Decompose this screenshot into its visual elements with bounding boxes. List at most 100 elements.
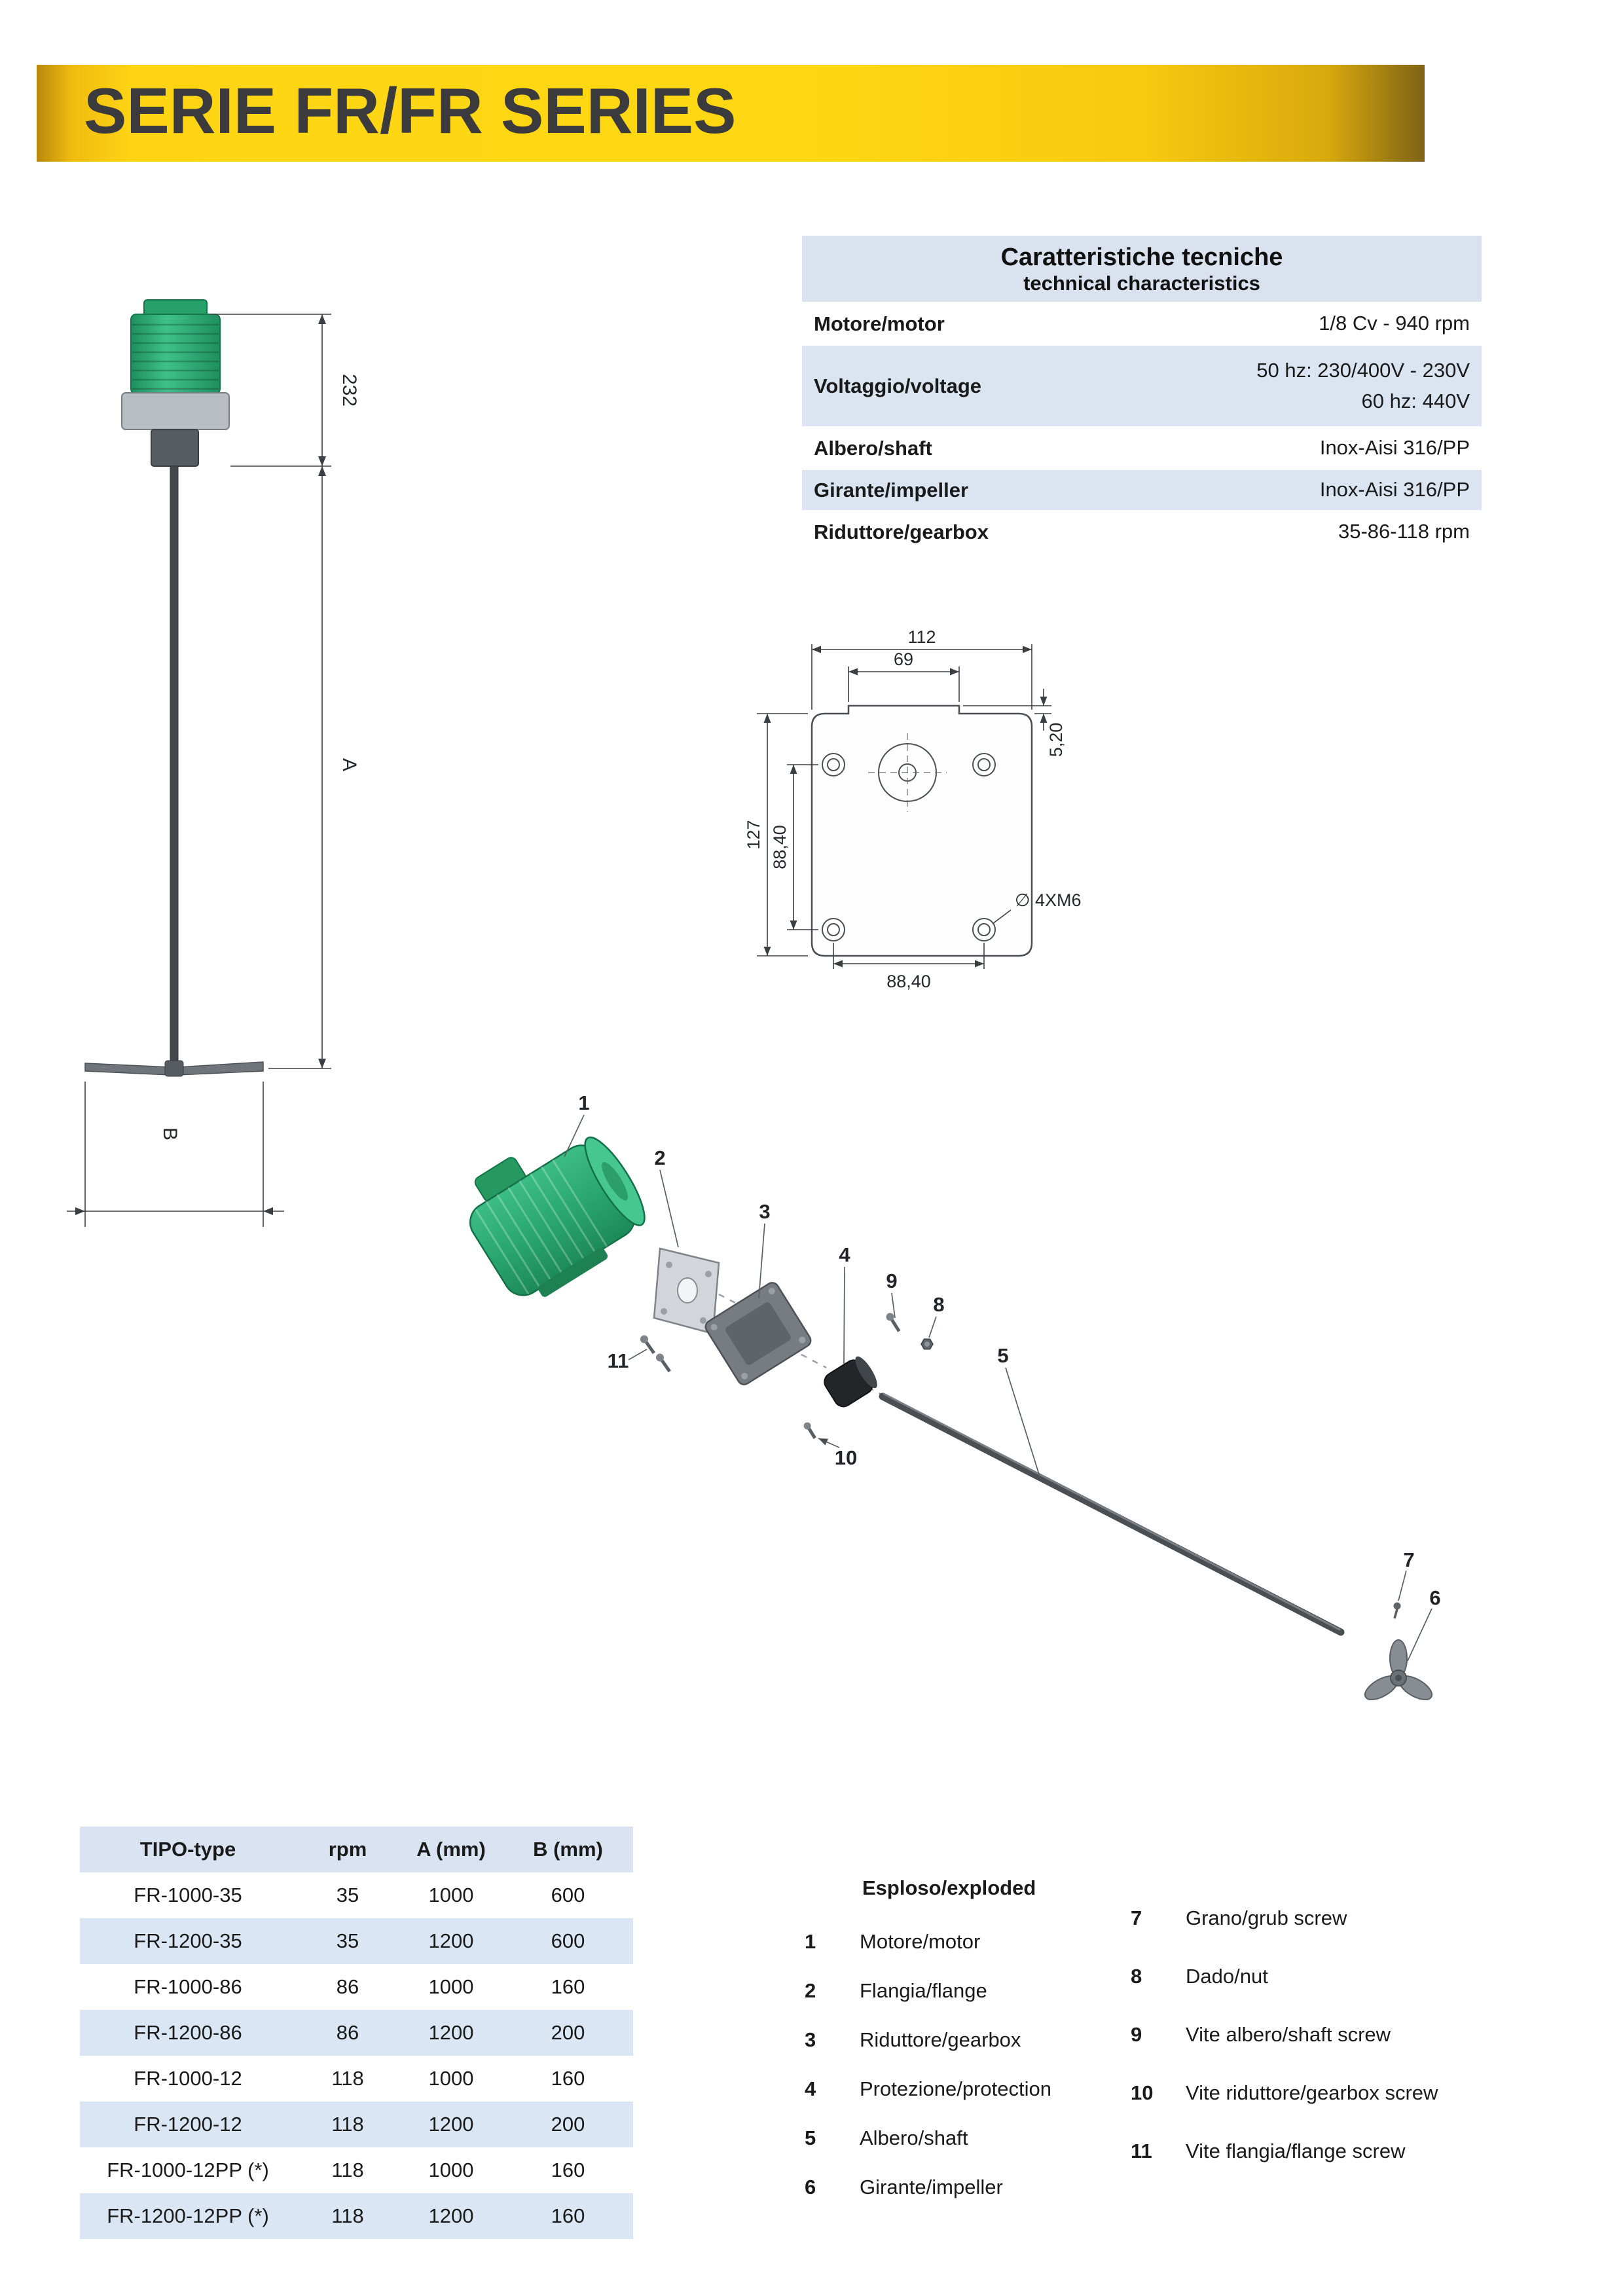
table-row: FR-1000-12 118 1000 160 (80, 2056, 633, 2102)
legend-item: 6 Girante/impeller (805, 2176, 1051, 2225)
callout-4: 4 (839, 1243, 850, 1266)
callout-10: 10 (835, 1446, 857, 1469)
cell-type: FR-1200-12PP (*) (80, 2193, 296, 2239)
flange-dim-8840-v: 88,40 (770, 825, 790, 869)
table-row: FR-1000-12PP (*) 118 1000 160 (80, 2147, 633, 2193)
motor-exploded (469, 1136, 646, 1297)
callout-leader-lines (564, 1114, 1432, 1662)
exploded-view-svg: 1 2 3 4 5 6 7 8 9 10 11 (469, 1091, 1441, 1700)
cell-rpm: 118 (296, 2102, 399, 2147)
row-value: Inox-Aisi 316/PP (1319, 478, 1470, 501)
row-value: Inox-Aisi 316/PP (1319, 436, 1470, 460)
flange-dimension-drawing: 112 69 127 88,40 88,40 5,20 ∅ 4XM6 (733, 623, 1100, 1029)
legend-item: 7 Grano/grub screw (1131, 1906, 1438, 1965)
legend-item-label: Flangia/flange (860, 1979, 987, 2002)
legend-item-label: Girante/impeller (860, 2176, 1003, 2198)
dimension-labels: 232 A B (159, 374, 360, 1140)
table-row: FR-1200-86 86 1200 200 (80, 2010, 633, 2056)
cell-a: 1200 (399, 1918, 503, 1964)
dim-label-A: A (338, 758, 360, 771)
cell-rpm: 86 (296, 2010, 399, 2056)
cell-a: 1200 (399, 2010, 503, 2056)
table-row: FR-1000-35 35 1000 600 (80, 1872, 633, 1918)
cell-type: FR-1200-35 (80, 1918, 296, 1964)
legend-item-label: Riduttore/gearbox (860, 2028, 1021, 2051)
cell-a: 1000 (428, 2067, 474, 2090)
legend-item: 5 Albero/shaft (805, 2126, 1051, 2176)
legend-item-number: 4 (805, 2077, 816, 2100)
characteristics-title: Caratteristiche tecniche (1000, 244, 1283, 271)
legend-item-number: 3 (805, 2028, 816, 2051)
legend-item-number: 2 (805, 1979, 816, 2002)
flange-dim-127: 127 (744, 820, 763, 849)
impeller-exploded (1364, 1639, 1433, 1700)
motor-exploded-fins (475, 1159, 608, 1295)
legend-item: 4 Protezione/protection (805, 2077, 1051, 2126)
page-title: SERIE FR/FR SERIES (84, 75, 737, 147)
legend-column-left: 1 Motore/motor 2 Flangia/flange 3 Ridutt… (805, 1930, 1051, 2225)
mixer-drawing-svg: 232 A B (67, 299, 360, 1227)
characteristics-row-gearbox: Riduttore/gearbox 35-86-118 rpm (802, 510, 1482, 552)
cell-b: 160 (551, 1975, 585, 1998)
cell-b: 160 (551, 2159, 585, 2181)
gearbox-screw-exploded (803, 1422, 816, 1439)
exploded-legend: Esploso/exploded 1 Motore/motor 2 Flangi… (795, 1871, 1561, 2251)
bolt-holes (822, 753, 996, 941)
flange-dim-8840-h: 88,40 (886, 972, 931, 991)
col-header-rpm: rpm (296, 1827, 399, 1872)
cell-rpm: 118 (331, 2067, 364, 2090)
characteristics-table: Caratteristiche tecniche technical chara… (802, 236, 1482, 552)
row-value: 1/8 Cv - 940 rpm (1319, 312, 1470, 335)
legend-item: 1 Motore/motor (805, 1930, 1051, 1979)
motor-base-flange (121, 392, 230, 430)
shaft-screw-exploded (886, 1313, 901, 1332)
cell-a: 1000 (428, 1884, 474, 1906)
characteristics-row-voltage: Voltaggio/voltage 50 hz: 230/400V - 230V… (802, 344, 1482, 426)
grub-screw-exploded (1393, 1602, 1401, 1619)
table-row: FR-1000-86 86 1000 160 (80, 1964, 633, 2010)
cell-rpm: 86 (336, 1975, 359, 1998)
callout-11: 11 (608, 1349, 629, 1372)
center-boss (868, 733, 947, 812)
callout-9: 9 (886, 1269, 897, 1292)
col-header-type: TIPO-type (80, 1827, 296, 1872)
flange-outline (811, 704, 1033, 957)
legend-column-right: 7 Grano/grub screw 8 Dado/nut 9 Vite alb… (1131, 1906, 1438, 2198)
callout-numbers: 1 2 3 4 5 6 7 8 9 10 11 (578, 1091, 1440, 1609)
legend-item-number: 8 (1131, 1965, 1142, 1988)
flange-exploded (653, 1247, 720, 1335)
legend-item-label: Vite albero/shaft screw (1186, 2023, 1391, 2046)
shaft-exploded (879, 1393, 1345, 1636)
cell-rpm: 118 (296, 2193, 399, 2239)
flange-drawing-svg: 112 69 127 88,40 88,40 5,20 ∅ 4XM6 (744, 627, 1082, 991)
table-row: FR-1200-12 118 1200 200 (80, 2102, 633, 2147)
gearbox-exploded (704, 1282, 812, 1385)
row-label: Albero/shaft (814, 436, 932, 460)
cell-rpm: 118 (331, 2159, 364, 2181)
impeller-side-view (84, 1060, 264, 1077)
legend-item-label: Vite flangia/flange screw (1186, 2140, 1406, 2162)
cell-type: FR-1200-12 (80, 2102, 296, 2147)
legend-item: 9 Vite albero/shaft screw (1131, 2023, 1438, 2081)
legend-item-number: 11 (1131, 2140, 1152, 2162)
callout-5: 5 (997, 1344, 1008, 1367)
cell-a: 1000 (428, 1975, 474, 1998)
col-header-b: B (mm) (503, 1827, 633, 1872)
cell-a: 1200 (399, 2193, 503, 2239)
flange-dim-520: 5,20 (1046, 723, 1066, 757)
cell-b: 160 (503, 2193, 633, 2239)
cell-b: 600 (551, 1884, 585, 1906)
nut-exploded (921, 1338, 934, 1350)
row-label: Riduttore/gearbox (814, 520, 989, 543)
voltage-line-2: 60 hz: 440V (1361, 389, 1470, 412)
flange-holes-note: ∅ 4XM6 (1015, 890, 1082, 910)
callout-3: 3 (759, 1200, 770, 1223)
row-label: Girante/impeller (814, 478, 969, 501)
shaft-coupling (151, 429, 199, 467)
callout-6: 6 (1429, 1586, 1440, 1609)
cell-type: FR-1200-86 (80, 2010, 296, 2056)
callout-8: 8 (933, 1293, 944, 1316)
legend-title: Esploso/exploded (862, 1876, 1036, 1899)
cell-b: 200 (503, 2102, 633, 2147)
motor-side-view (84, 299, 264, 1077)
